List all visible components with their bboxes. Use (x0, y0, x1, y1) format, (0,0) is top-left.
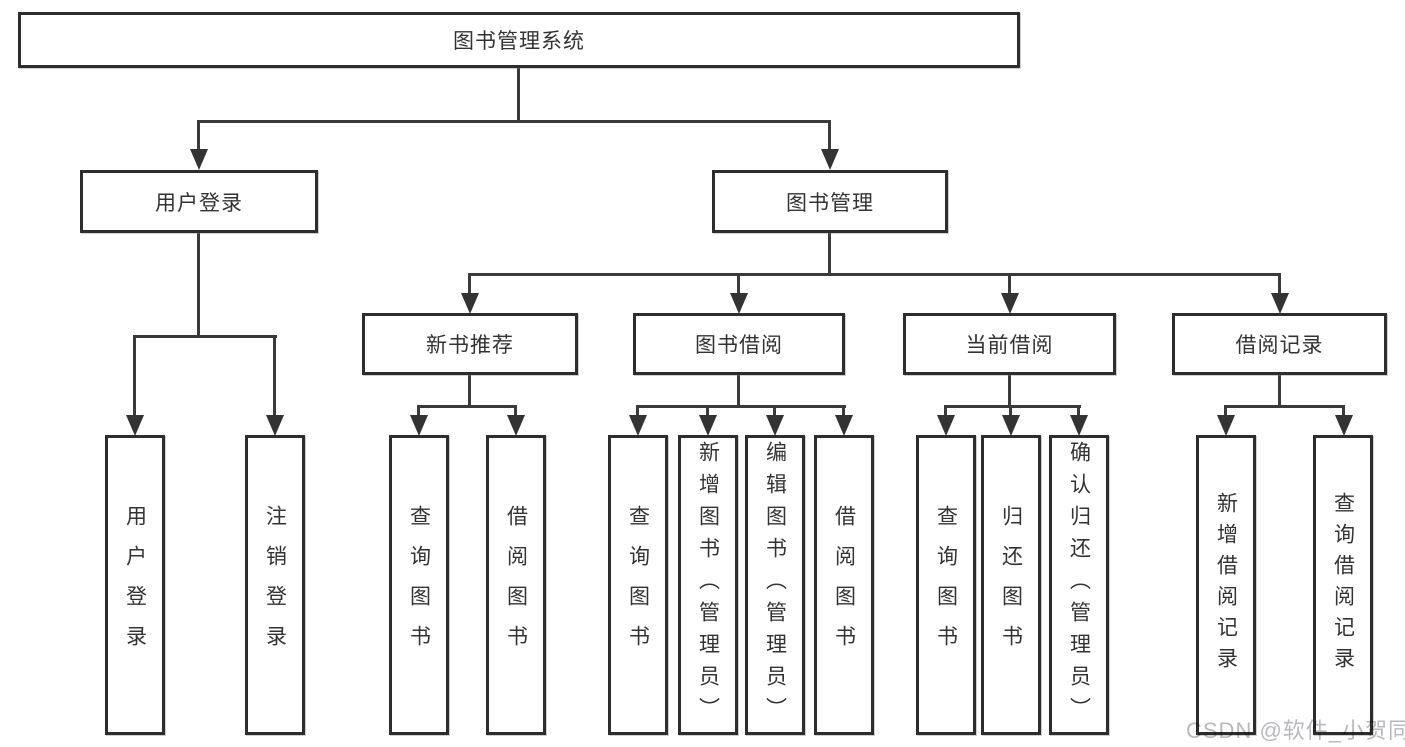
connector-book-borrow-split (636, 405, 846, 408)
connector-stem-leaf (273, 335, 276, 417)
node-label: 当前借阅 (965, 334, 1054, 357)
leaf-user-login: 用户登录 (105, 435, 165, 735)
arrow-down-icon (190, 149, 208, 170)
node-label: 借阅图书 (504, 505, 528, 665)
node-label: 查询图书 (407, 505, 431, 665)
node-label: 借阅图书 (832, 505, 856, 665)
connector-stem-borrow-records (1278, 273, 1281, 295)
node-label: 借阅记录 (1235, 334, 1324, 357)
connector-stem-current-borrow (1008, 273, 1011, 295)
node-book-borrowing: 图书借阅 (633, 313, 845, 375)
node-label: 图书借阅 (695, 334, 783, 357)
leaf-edit-books-admin: 编辑图书（管理员） (745, 435, 805, 735)
connector-user-login-split (133, 335, 277, 338)
arrow-down-icon (1335, 415, 1353, 436)
node-borrowing-records: 借阅记录 (1172, 313, 1387, 375)
csdn-watermark: CSDN @软件_小贺同学 (1186, 718, 1405, 743)
connector-stem-leaf (1009, 405, 1012, 417)
leaf-add-borrow-record: 新增借阅记录 (1196, 435, 1256, 735)
connector-stem-leaf (417, 405, 420, 417)
arrow-down-icon (629, 415, 647, 436)
leaf-borrow-books: 借阅图书 (814, 435, 874, 735)
connector-book-mgmt-split (468, 273, 1281, 276)
arrow-down-icon (126, 415, 144, 436)
leaf-return-books: 归还图书 (981, 435, 1041, 735)
node-label: 编辑图书（管理员） (763, 441, 787, 729)
node-library-management-system: 图书管理系统 (18, 12, 1020, 68)
connector-current-borrow-stub (1008, 375, 1011, 406)
node-label: 查询图书 (934, 505, 958, 665)
connector-stem-leaf (1342, 405, 1345, 417)
node-label: 新增借阅记录 (1214, 492, 1238, 678)
node-label: 用户登录 (123, 505, 147, 665)
connector-stem-leaf (1224, 405, 1227, 417)
node-label: 归还图书 (999, 505, 1023, 665)
arrow-down-icon (1070, 415, 1088, 436)
node-label: 查询借阅记录 (1331, 492, 1355, 678)
node-book-management: 图书管理 (712, 170, 948, 233)
connector-stem-leaf (842, 405, 845, 417)
arrow-down-icon (937, 415, 955, 436)
node-label: 查询图书 (626, 505, 650, 665)
arrow-down-icon (821, 149, 839, 170)
connector-root-stub (517, 68, 520, 120)
connector-new-books-stub (468, 375, 471, 406)
connector-user-login-stub (197, 233, 200, 337)
arrow-down-icon (507, 415, 525, 436)
leaf-add-books-admin: 新增图书（管理员） (678, 435, 738, 735)
node-new-book-recommend: 新书推荐 (362, 313, 578, 375)
leaf-query-books-current: 查询图书 (916, 435, 976, 735)
arrow-down-icon (835, 415, 853, 436)
node-label: 确认归还（管理员） (1067, 441, 1091, 729)
arrow-down-icon (1001, 293, 1019, 314)
leaf-query-books-recommend: 查询图书 (389, 435, 449, 735)
connector-current-borrow-split (944, 405, 1081, 408)
arrow-down-icon (266, 415, 284, 436)
leaf-borrow-books-recommend: 借阅图书 (486, 435, 546, 735)
connector-book-borrow-stub (737, 375, 740, 406)
connector-borrow-records-split (1224, 405, 1345, 408)
arrow-down-icon (766, 415, 784, 436)
leaf-query-borrow-record: 查询借阅记录 (1313, 435, 1373, 735)
connector-borrow-records-stub (1278, 375, 1281, 406)
node-user-login: 用户登录 (80, 170, 318, 233)
connector-stem-book-mgmt (828, 120, 831, 152)
connector-stem-leaf (133, 335, 136, 417)
connector-stem-user-login (197, 120, 200, 152)
connector-root-split (197, 120, 831, 123)
leaf-logout: 注销登录 (245, 435, 305, 735)
node-label: 新书推荐 (426, 334, 514, 357)
connector-book-mgmt-stub (828, 233, 831, 275)
connector-stem-leaf (514, 405, 517, 417)
node-label: 用户登录 (155, 191, 243, 215)
connector-stem-leaf (944, 405, 947, 417)
connector-stem-leaf (773, 405, 776, 417)
arrow-down-icon (1271, 293, 1289, 314)
node-label: 新增图书（管理员） (696, 441, 720, 729)
connector-stem-leaf (706, 405, 709, 417)
connector-stem-leaf (636, 405, 639, 417)
node-label: 图书管理 (786, 191, 874, 215)
connector-stem-leaf (1077, 405, 1080, 417)
connector-stem-book-borrow (737, 273, 740, 295)
arrow-down-icon (461, 293, 479, 314)
arrow-down-icon (1217, 415, 1235, 436)
node-current-borrowing: 当前借阅 (903, 313, 1116, 375)
arrow-down-icon (699, 415, 717, 436)
node-label: 图书管理系统 (453, 30, 585, 53)
leaf-confirm-return-admin: 确认归还（管理员） (1049, 435, 1109, 735)
node-label: 注销登录 (263, 505, 287, 665)
leaf-query-books-borrow: 查询图书 (608, 435, 668, 735)
connector-new-books-split (417, 405, 517, 408)
arrow-down-icon (730, 293, 748, 314)
arrow-down-icon (410, 415, 428, 436)
arrow-down-icon (1002, 415, 1020, 436)
connector-stem-new-books (468, 273, 471, 295)
